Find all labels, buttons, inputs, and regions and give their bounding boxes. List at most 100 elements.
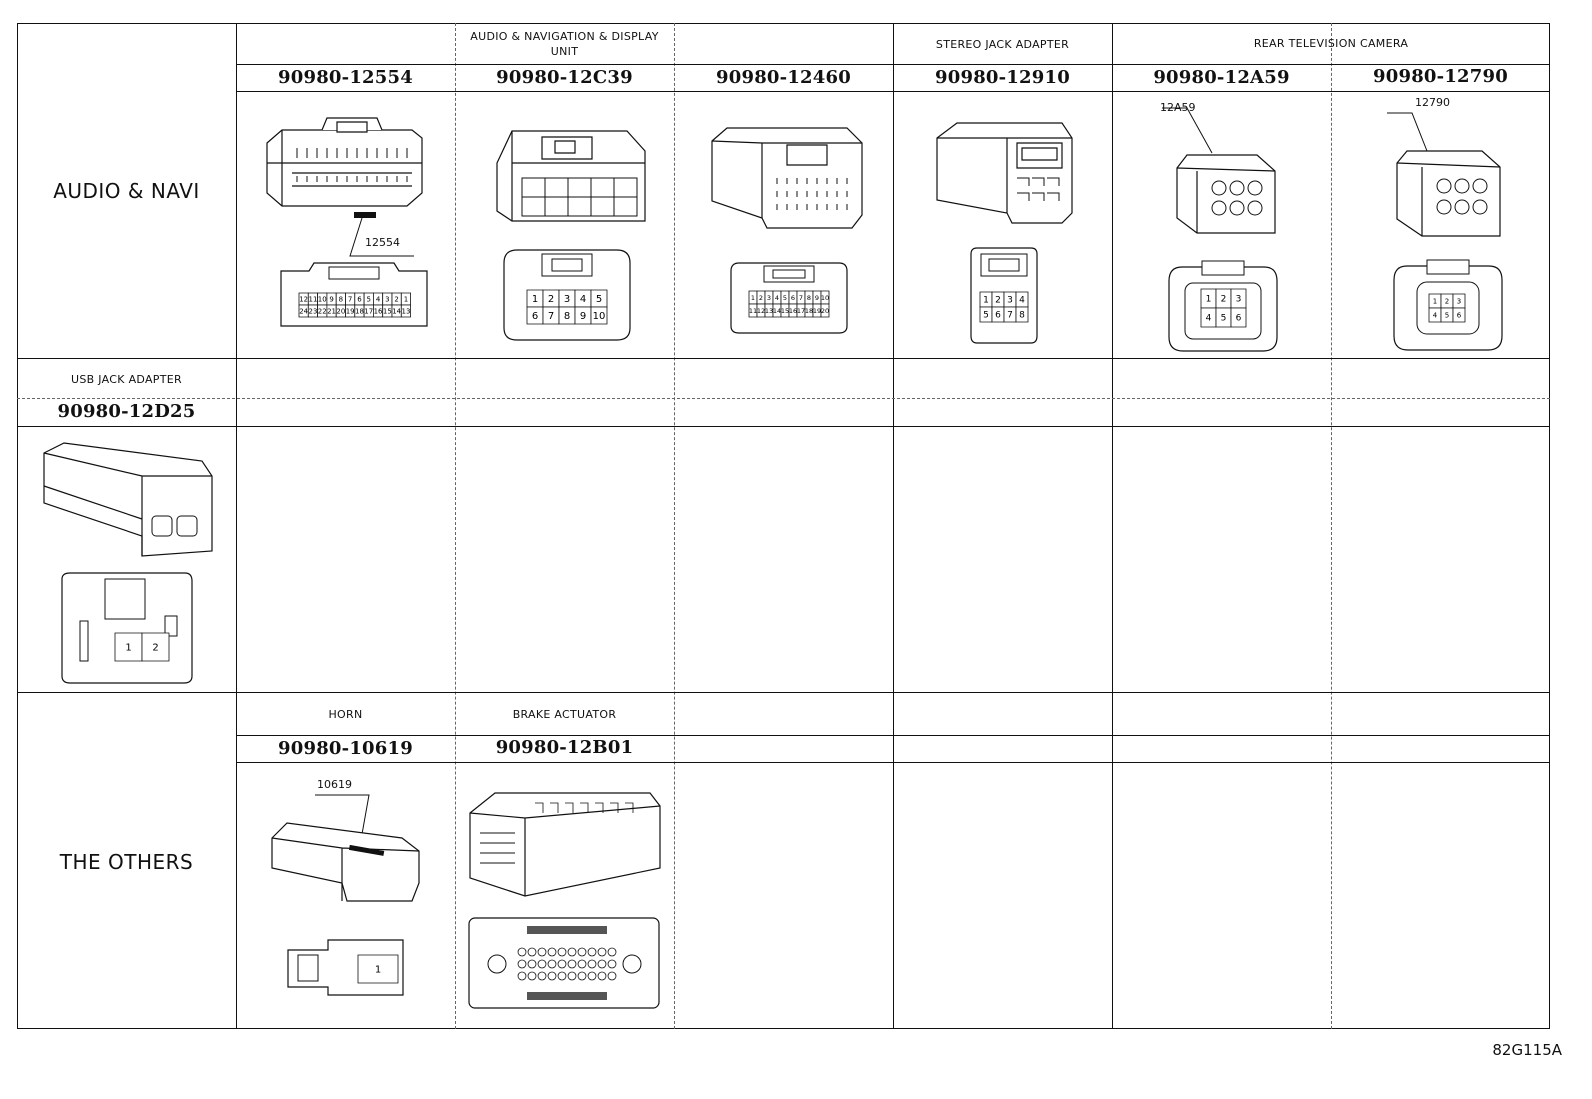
pin-number: 21 (327, 308, 336, 316)
pin-number: 6 (1457, 312, 1462, 320)
pin-cell (142, 633, 169, 661)
pin-number: 8 (807, 294, 811, 302)
connector-12d25-iso-drawing (42, 441, 222, 561)
row-divider (17, 358, 1550, 359)
pin-number: 3 (1236, 295, 1242, 305)
pin-number: 20 (821, 307, 829, 315)
pin-number: 7 (799, 294, 803, 302)
pin-number: 5 (367, 296, 371, 304)
connector-chart: AUDIO & NAVI THE OTHERS AUDIO & NAVIGATI… (17, 23, 1562, 1059)
pin-number: 13 (765, 307, 773, 315)
pin-number: 5 (1221, 314, 1227, 324)
pin-number: 3 (767, 294, 771, 302)
pin-number: 10 (593, 311, 606, 322)
pin-number: 2 (1221, 295, 1227, 305)
pin-number: 20 (336, 308, 345, 316)
pin-number: 2 (152, 643, 158, 654)
pin-number: 23 (308, 308, 317, 316)
pin-number: 14 (392, 308, 401, 316)
part-number: 90980-12790 (1373, 66, 1508, 87)
part-number: 90980-12460 (716, 67, 851, 88)
group-stereo-jack-adapter: STEREO JACK ADAPTER (935, 38, 1070, 51)
group-horn: HORN (328, 708, 363, 721)
pin-number: 4 (1019, 296, 1025, 306)
pin-number: 3 (1007, 296, 1013, 306)
figure-reference-code: 82G115A (1492, 1041, 1562, 1059)
pin-cell (115, 633, 142, 661)
pin-number: 1 (125, 643, 131, 654)
pin-number: 8 (1019, 311, 1025, 321)
pin-number: 4 (580, 294, 586, 305)
pin-number: 4 (1433, 312, 1438, 320)
connector-12a59-iso-drawing (1157, 103, 1287, 243)
pin-number: 12 (757, 307, 765, 315)
group-usb-jack-adapter: USB JACK ADAPTER (71, 373, 182, 386)
pin-number: 15 (781, 307, 789, 315)
column-divider (1112, 23, 1113, 1029)
pin-number: 5 (983, 311, 989, 321)
pin-number: 16 (374, 308, 383, 316)
group-brake-actuator: BRAKE ACTUATOR (512, 708, 617, 721)
connector-12910-iso-drawing (932, 118, 1082, 228)
pin-number: 2 (759, 294, 763, 302)
pin-number: 14 (773, 307, 781, 315)
pin-number: 12 (299, 296, 308, 304)
pin-number: 17 (797, 307, 805, 315)
pin-number: 3 (385, 296, 389, 304)
pin-number: 1 (375, 965, 381, 976)
pin-number: 10 (318, 296, 327, 304)
part-number: 90980-12A59 (1153, 67, 1290, 88)
part-number: 90980-12554 (278, 67, 413, 88)
pin-cell (821, 304, 829, 317)
pin-number: 7 (1007, 311, 1013, 321)
pin-cell (358, 955, 398, 983)
connector-12790-iso-drawing (1382, 101, 1512, 241)
connector-12460-iso-drawing (707, 123, 867, 233)
pin-number: 19 (813, 307, 821, 315)
pin-number: 11 (308, 296, 317, 304)
pin-number: 19 (346, 308, 355, 316)
pin-number: 1 (404, 296, 408, 304)
pin-number: 7 (348, 296, 352, 304)
connector-code-label: 12A59 (1160, 101, 1196, 114)
pin-number: 24 (299, 308, 308, 316)
column-divider (893, 23, 894, 1029)
pin-number: 3 (1457, 298, 1461, 306)
connector-12b01-iso-drawing (465, 788, 665, 903)
group-rear-television-camera: REAR TELEVISION CAMERA (1253, 37, 1409, 50)
group-audio-navigation-display: AUDIO & NAVIGATION & DISPLAY UNIT (236, 29, 893, 59)
pin-number: 7 (548, 311, 554, 322)
column-divider (674, 23, 675, 1029)
pin-number: 10 (821, 294, 829, 302)
pin-cell (591, 307, 607, 324)
pin-number: 5 (596, 294, 602, 305)
pin-number: 2 (548, 294, 554, 305)
category-the-others: THE OTHERS (59, 850, 194, 874)
pin-number: 5 (783, 294, 787, 302)
pin-number: 8 (339, 296, 343, 304)
pin-number: 6 (532, 311, 538, 322)
pin-number: 1 (1206, 295, 1212, 305)
pin-cell (1231, 308, 1246, 327)
part-number: 90980-12910 (935, 67, 1070, 88)
group-label-line2: UNIT (550, 45, 579, 58)
connector-12554-iso-drawing (262, 108, 432, 238)
pin-number: 6 (1236, 314, 1242, 324)
pin-number: 3 (564, 294, 570, 305)
connector-12b01-face (467, 916, 662, 1011)
row-divider (17, 398, 1550, 399)
part-number: 90980-12D25 (57, 401, 196, 422)
pin-number: 2 (394, 296, 398, 304)
chart-frame (17, 23, 1550, 1029)
pin-number: 18 (805, 307, 813, 315)
